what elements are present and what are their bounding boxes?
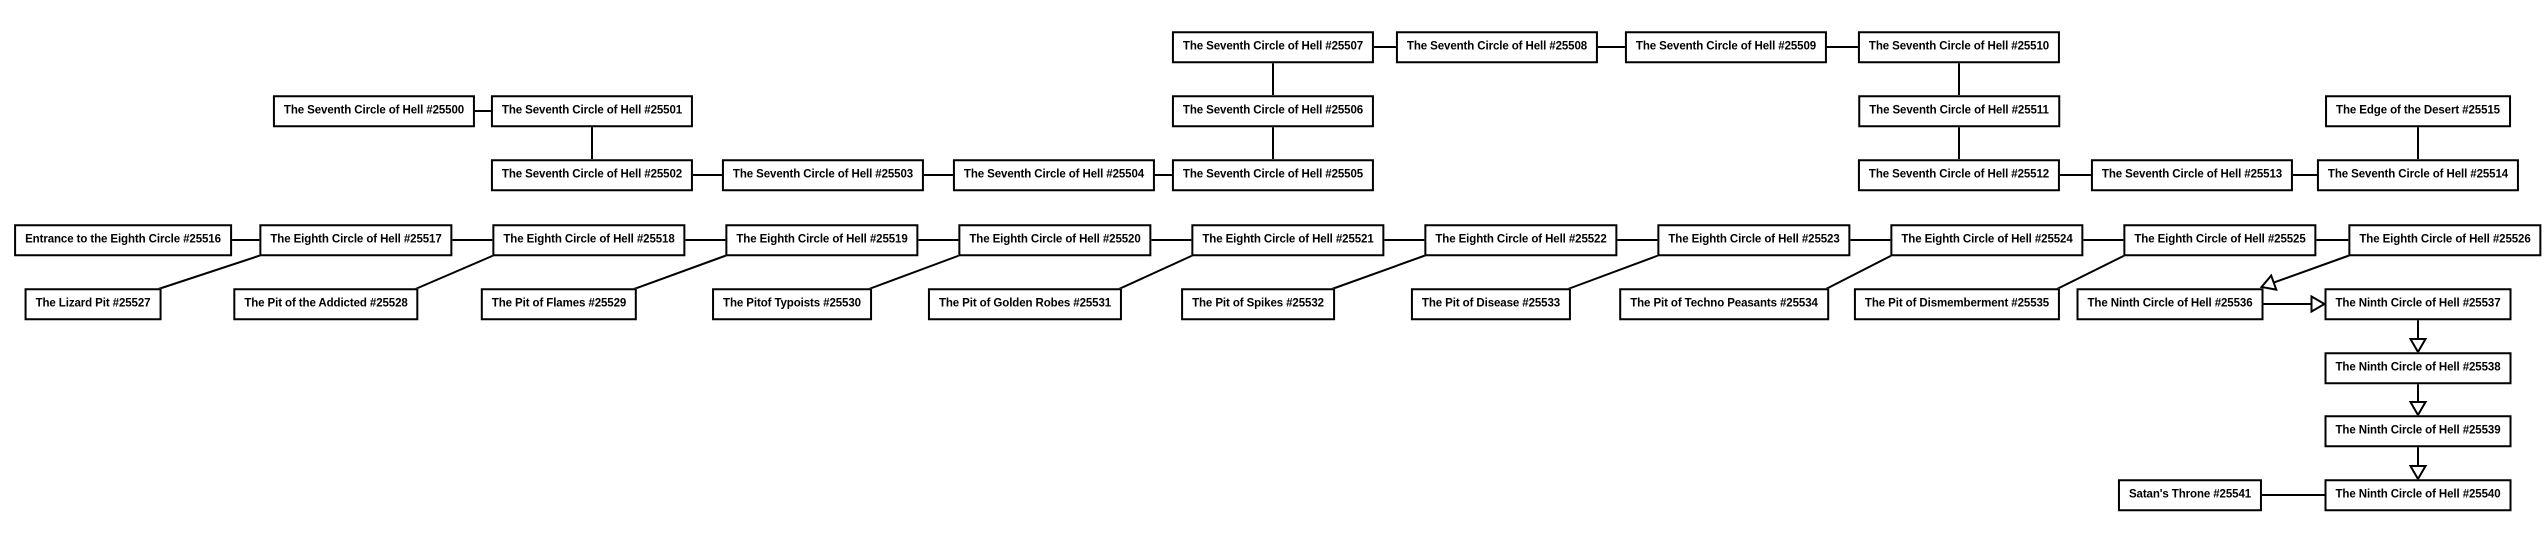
room-node[interactable]: The Ninth Circle of Hell #25536: [2076, 288, 2264, 320]
room-node[interactable]: The Eighth Circle of Hell #25520: [958, 224, 1152, 256]
room-node[interactable]: The Eighth Circle of Hell #25526: [2348, 224, 2542, 256]
room-node[interactable]: The Ninth Circle of Hell #25540: [2324, 479, 2512, 511]
room-node[interactable]: The Pit of Disease #25533: [1410, 288, 1572, 320]
room-node[interactable]: The Pit of Golden Robes #25531: [927, 288, 1123, 320]
room-node[interactable]: The Seventh Circle of Hell #25510: [1857, 31, 2061, 63]
edge-line: [415, 254, 495, 290]
edge-line: [1331, 254, 1427, 290]
room-node[interactable]: The Seventh Circle of Hell #25513: [2090, 159, 2294, 191]
arrowhead-open-triangle: [2408, 465, 2428, 482]
arrowhead-open-triangle: [2310, 294, 2327, 314]
room-node[interactable]: The Pit of Dismemberment #25535: [1853, 288, 2061, 320]
edge-line: [633, 254, 728, 290]
room-node[interactable]: The Ninth Circle of Hell #25539: [2324, 415, 2512, 447]
room-node[interactable]: The Seventh Circle of Hell #25502: [490, 159, 694, 191]
arrowhead-open-triangle: [2408, 338, 2428, 355]
room-node[interactable]: The Pit of Flames #25529: [480, 288, 638, 320]
room-node[interactable]: The Eighth Circle of Hell #25525: [2123, 224, 2317, 256]
room-node[interactable]: Satan's Throne #25541: [2117, 479, 2263, 511]
room-node[interactable]: The Seventh Circle of Hell #25514: [2316, 159, 2520, 191]
room-node[interactable]: The Seventh Circle of Hell #25505: [1171, 159, 1375, 191]
room-node[interactable]: The Pit of the Addicted #25528: [233, 288, 419, 320]
room-node[interactable]: The Seventh Circle of Hell #25507: [1171, 31, 1375, 63]
room-node[interactable]: The Ninth Circle of Hell #25537: [2324, 288, 2512, 320]
room-node[interactable]: The Seventh Circle of Hell #25512: [1857, 159, 2061, 191]
room-node[interactable]: The Lizard Pit #25527: [24, 288, 162, 320]
room-node[interactable]: The Seventh Circle of Hell #25509: [1624, 31, 1828, 63]
room-node[interactable]: The Pitof Typoists #25530: [712, 288, 872, 320]
room-node[interactable]: The Eighth Circle of Hell #25522: [1424, 224, 1618, 256]
edge-line: [868, 254, 961, 290]
room-node[interactable]: The Seventh Circle of Hell #25503: [721, 159, 925, 191]
arrowhead-open-triangle: [2259, 273, 2278, 291]
room-node[interactable]: The Seventh Circle of Hell #25506: [1171, 95, 1375, 127]
room-node[interactable]: The Seventh Circle of Hell #25511: [1858, 95, 2060, 127]
room-node[interactable]: The Pit of Spikes #25532: [1181, 288, 1335, 320]
room-node[interactable]: The Seventh Circle of Hell #25501: [490, 95, 694, 127]
room-node[interactable]: The Eighth Circle of Hell #25518: [492, 224, 686, 256]
edge-line: [2273, 254, 2351, 284]
edge-line: [158, 254, 262, 290]
edge-line: [2056, 254, 2126, 290]
room-node[interactable]: The Eighth Circle of Hell #25524: [1890, 224, 2084, 256]
room-node[interactable]: The Eighth Circle of Hell #25521: [1191, 224, 1385, 256]
arrowhead-open-triangle: [2408, 401, 2428, 418]
room-node[interactable]: The Seventh Circle of Hell #25508: [1395, 31, 1599, 63]
room-node[interactable]: The Pit of Techno Peasants #25534: [1619, 288, 1829, 320]
room-node[interactable]: The Eighth Circle of Hell #25517: [259, 224, 453, 256]
room-node[interactable]: Entrance to the Eighth Circle #25516: [14, 224, 232, 256]
room-node[interactable]: The Eighth Circle of Hell #25519: [725, 224, 919, 256]
edge-line: [1567, 254, 1660, 290]
edge-line: [1825, 254, 1893, 290]
room-node[interactable]: The Seventh Circle of Hell #25500: [272, 95, 476, 127]
edge-line: [1118, 254, 1194, 290]
room-node[interactable]: The Seventh Circle of Hell #25504: [952, 159, 1156, 191]
room-node[interactable]: The Edge of the Desert #25515: [2325, 95, 2511, 127]
room-node[interactable]: The Eighth Circle of Hell #25523: [1657, 224, 1851, 256]
room-node[interactable]: The Ninth Circle of Hell #25538: [2324, 352, 2512, 384]
